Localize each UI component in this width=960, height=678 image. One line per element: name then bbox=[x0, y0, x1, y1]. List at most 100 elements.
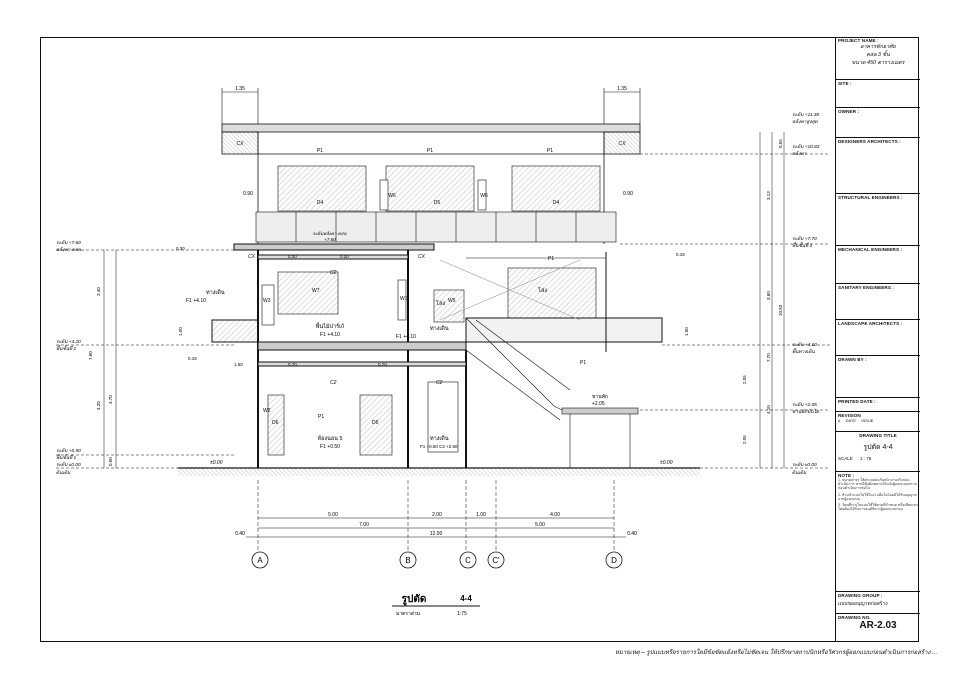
tag-w7: W7 bbox=[312, 288, 320, 294]
right-level-2-sub: หลังคา bbox=[792, 151, 807, 157]
main-structure bbox=[211, 243, 663, 468]
dim-1200: 12.00 bbox=[430, 531, 443, 537]
right-dim-313: 3.13 bbox=[766, 191, 771, 200]
grid-bubble-d bbox=[605, 551, 623, 569]
tag-cx-mid: CX bbox=[248, 254, 256, 260]
tag-d6: D6 bbox=[372, 420, 379, 426]
revision-col-issue: ISSUE bbox=[861, 418, 874, 423]
roof-structure bbox=[221, 123, 641, 244]
revision-block: REVISION # DATE ISSUE bbox=[836, 411, 920, 431]
section-title: รูปตัด bbox=[402, 593, 427, 606]
dim-030-left: 0.30 bbox=[176, 246, 185, 251]
mechanical-block: MECHANICAL ENGINEERS : bbox=[836, 245, 920, 283]
project-name-label: PROJECT NAME : bbox=[838, 38, 879, 43]
tag-p1-a: P1 bbox=[317, 148, 323, 154]
drawing-group-block: DRAWING GROUP : แบบขออนุญาตก่อสร้าง bbox=[836, 591, 920, 613]
note-label: NOTE : bbox=[838, 473, 855, 478]
left-dim-150: 1.50 bbox=[234, 362, 243, 367]
walkway-left-label: ทางเดิน bbox=[206, 289, 225, 296]
landscape-block: LANDSCAPE ARCHITECTS : bbox=[836, 319, 920, 355]
left-level-3-sub: พื้นชั้นที่ 1 bbox=[56, 453, 76, 461]
site-block: SITE : bbox=[836, 79, 920, 107]
tag-c2-side: C2 bbox=[436, 380, 443, 386]
dim-020-b: 0.20 bbox=[288, 254, 297, 259]
right-dim-015: 0.15 bbox=[676, 252, 685, 257]
project-name-block: PROJECT NAME : อาคารพักอาศัย คสล.3 ชั้น … bbox=[836, 37, 920, 79]
room-upper-label: พื้นไม้ปาร์เก้ bbox=[316, 322, 345, 330]
left-level-1-sub: หลังคา คสล. bbox=[56, 247, 82, 253]
left-level-4-sub: ดินเดิม bbox=[56, 470, 71, 476]
tag-c2-lower: C2 bbox=[330, 380, 337, 386]
project-name-line-1: อาคารพักอาศัย bbox=[860, 44, 896, 50]
room-upper-level: F1 +4.10 bbox=[320, 332, 340, 338]
drawing-title-label: DRAWING TITLE bbox=[859, 433, 897, 438]
right-level-5-sub: ชานพักบันได bbox=[792, 408, 820, 415]
left-level-3: ระดับ +0.50 bbox=[56, 448, 81, 454]
left-level-2: ระดับ +4.20 bbox=[56, 339, 81, 345]
tag-d4-right: D4 bbox=[553, 200, 560, 206]
drawn-label: DRAWN BY : bbox=[838, 357, 867, 362]
stair-landing-label: ชานพัก bbox=[592, 394, 608, 400]
owner-block: OWNER : bbox=[836, 107, 920, 137]
sanitary-label: SANITARY ENGINEERS : bbox=[838, 285, 895, 290]
tag-w1: W1 bbox=[400, 296, 408, 302]
tag-w5: W5 bbox=[448, 298, 456, 304]
grid-label-d: D bbox=[611, 556, 617, 565]
drawing-no: AR-2.03 bbox=[859, 620, 897, 631]
void-label-2: โล่ง bbox=[538, 286, 547, 294]
drawing-no-block: DRAWING NO. AR-2.03 bbox=[836, 613, 920, 642]
right-level-2: ระดับ +10.83 bbox=[792, 144, 820, 150]
tag-d6-left: D6 bbox=[272, 420, 279, 426]
tag-c2-upper: C2 bbox=[330, 270, 337, 276]
right-dim-205-b: 2.05 bbox=[742, 435, 747, 444]
ground-right-label: ±0.00 bbox=[660, 460, 673, 466]
right-level-lines bbox=[620, 132, 830, 469]
dim-200: 2.00 bbox=[432, 512, 442, 518]
left-dim-420: 4.20 bbox=[96, 401, 101, 410]
section-scale-value: 1:75 bbox=[457, 611, 467, 617]
tag-w6-b: W6 bbox=[480, 193, 488, 199]
left-dims: 3.40 7.60 4.20 3.70 0.50 1.00 0.15 1.50 bbox=[88, 287, 243, 466]
left-levels: ระดับ +7.60 หลังคา คสล. ระดับ +4.20 พื้น… bbox=[56, 240, 82, 476]
right-levels: ระดับ +11.38 หลังคาสูงสุด ระดับ +10.83 ห… bbox=[792, 112, 820, 476]
scale-label: SCALE bbox=[838, 456, 853, 461]
tag-p1-c: P1 bbox=[547, 148, 553, 154]
project-name-line-2: คสล.3 ชั้น bbox=[866, 52, 890, 58]
left-dim-050: 0.50 bbox=[108, 457, 113, 466]
owner-label: OWNER : bbox=[838, 109, 860, 114]
roof-level-value: +7.60 bbox=[324, 237, 336, 242]
tag-d5: D5 bbox=[434, 200, 441, 206]
note-block: NOTE : 1. ขนาดต่างๆ ให้ตรวจสอบกับหน้างาน… bbox=[836, 471, 920, 591]
grid-label-b: B bbox=[405, 556, 410, 565]
right-level-5: ระดับ +2.05 bbox=[792, 402, 817, 408]
grid-label-a: A bbox=[257, 556, 263, 565]
left-level-4: ระดับ ±0.00 bbox=[56, 462, 81, 468]
right-level-6: ระดับ ±0.00 bbox=[792, 462, 817, 468]
note-paragraph-3: 3. วัสดุที่ระบุในแบบให้ใช้ตามที่กำหนด หร… bbox=[838, 503, 918, 512]
note-paragraph-2: 2. ห้ามนำแบบไปใช้ในงานอื่นใดโดยมิได้รับอ… bbox=[838, 492, 917, 501]
drawing-sheet-border bbox=[40, 37, 919, 642]
mechanical-label: MECHANICAL ENGINEERS : bbox=[838, 247, 903, 252]
walkway-mid-label: ทางเดิน bbox=[430, 325, 449, 332]
tag-w6-a: W6 bbox=[388, 193, 396, 199]
grid-label-c-prime: C' bbox=[492, 556, 500, 565]
designers-label: DESIGNERS ARCHITECTS : bbox=[838, 139, 901, 144]
project-name-line-3: ขนาด 450 ตารางเมตร bbox=[851, 60, 905, 66]
structural-block: STRUCTURAL ENGINEERS : bbox=[836, 193, 920, 245]
tag-p1-stair: P1 bbox=[548, 256, 554, 262]
grid-label-c: C bbox=[465, 556, 471, 565]
interior-elements bbox=[261, 259, 597, 456]
right-level-4-sub: พื้นทางเดิน bbox=[792, 347, 815, 355]
dim-020-a: 0.20 bbox=[340, 254, 349, 259]
walkway-low-level: F1 +0.50 C2 +2.60 bbox=[420, 444, 458, 449]
drawing-title: รูปตัด 4-4 bbox=[863, 444, 893, 451]
void-label-1: โล่ง bbox=[436, 299, 445, 307]
bottom-dims: 5.00 2.00 1.00 4.00 7.00 5.00 0.40 12.00… bbox=[235, 512, 637, 537]
left-level-lines bbox=[56, 249, 234, 469]
tag-p1-room: P1 bbox=[318, 414, 324, 420]
dim-020-c: 0.20 bbox=[288, 362, 297, 367]
stair bbox=[465, 317, 639, 468]
landscape-label: LANDSCAPE ARCHITECTS : bbox=[838, 321, 903, 326]
revision-col-num: # bbox=[838, 418, 841, 423]
